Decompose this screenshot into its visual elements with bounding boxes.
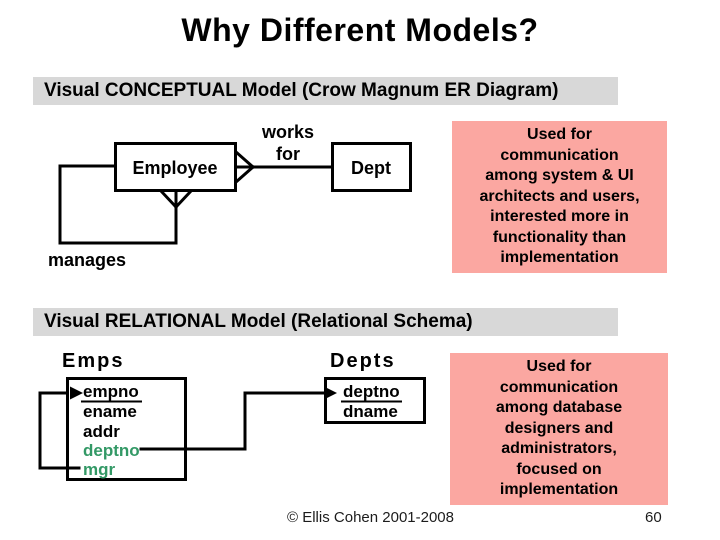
employee-entity-label: Employee (132, 158, 217, 178)
works-for-crowfoot (233, 149, 256, 185)
emps-column-deptno: deptno (83, 441, 140, 460)
depts-column-dname: dname (343, 402, 398, 421)
emps-table-title: Emps (62, 350, 124, 372)
works-for-label-line1: works (261, 122, 314, 142)
emps-column-addr: addr (83, 422, 120, 441)
deptno-arrowhead-top (324, 386, 337, 400)
slide-title: Why Different Models? (181, 12, 539, 48)
works-for-label-line2: for (276, 144, 300, 164)
mgr-self-reference-line (38, 391, 81, 470)
conceptual-banner: Visual CONCEPTUAL Model (Crow Magnum ER … (33, 77, 618, 105)
dept-entity-box (331, 142, 412, 192)
emps-column-ename: ename (83, 402, 137, 421)
conceptual-note: Used for communication among system & UI… (452, 121, 667, 273)
depts-table-title: Depts (330, 350, 396, 372)
employee-entity-box (114, 142, 237, 192)
relational-diagram: Emps Depts empno ename addr deptno mgr d… (38, 350, 426, 481)
relational-banner: Visual RELATIONAL Model (Relational Sche… (33, 308, 618, 336)
emps-column-empno: empno (83, 382, 139, 401)
emps-table-box (66, 377, 187, 481)
relational-note: Used for communication among database de… (450, 353, 668, 505)
mgr-arrowhead-top (70, 386, 83, 400)
dept-entity-label: Dept (351, 158, 391, 178)
manages-label: manages (48, 250, 126, 270)
er-diagram: Employee Dept works for manages (48, 122, 412, 270)
deptno-foreign-key-line (139, 391, 326, 451)
footer-copyright: © Ellis Cohen 2001-2008 (287, 509, 454, 526)
manages-crowfoot (158, 188, 194, 210)
depts-column-deptno: deptno (343, 382, 400, 401)
emps-column-mgr: mgr (83, 460, 116, 479)
manages-relationship-line (58, 164, 178, 245)
footer-page-number: 60 (645, 509, 662, 526)
